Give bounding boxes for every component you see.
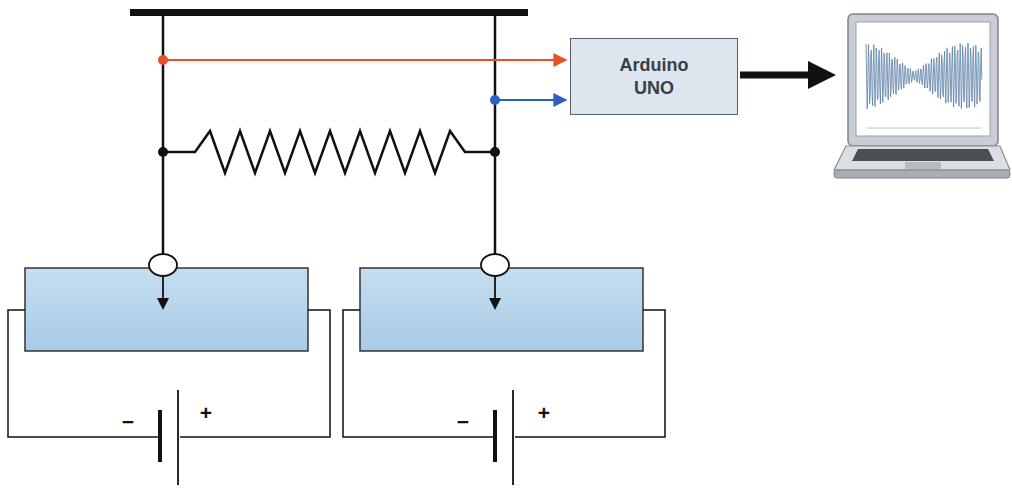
wire xyxy=(8,310,158,437)
polarity-sign: + xyxy=(538,402,550,423)
laptop-display xyxy=(856,22,990,136)
electrode-arrow xyxy=(162,276,164,300)
junction-dot xyxy=(490,147,500,157)
resistor-symbol xyxy=(163,131,495,173)
controller-box: Arduino UNO xyxy=(570,38,738,115)
junction-dot xyxy=(158,147,168,157)
wire xyxy=(162,14,165,255)
signal-line xyxy=(495,99,566,101)
laptop-touchpad xyxy=(905,162,941,169)
electrode xyxy=(149,254,177,276)
laptop-icon xyxy=(834,14,1010,178)
battery-symbol xyxy=(512,390,514,485)
polarity-sign: − xyxy=(122,411,134,432)
laptop-base xyxy=(834,146,1010,170)
laptop-edge xyxy=(834,170,1010,178)
battery-symbol xyxy=(493,410,497,462)
electrode-arrow xyxy=(494,276,496,300)
controller-name: Arduino UNO xyxy=(620,54,689,99)
tank xyxy=(25,268,308,351)
polarity-sign: − xyxy=(457,411,469,432)
waveform xyxy=(866,43,982,109)
polarity-sign: + xyxy=(200,402,212,423)
laptop-screen-frame xyxy=(848,14,998,146)
probe-dot xyxy=(158,55,168,65)
data-arrow xyxy=(740,72,822,79)
electrode-arrow xyxy=(157,298,169,310)
electrode-arrow xyxy=(489,298,501,310)
wire xyxy=(494,14,497,255)
electrode xyxy=(481,254,509,276)
laptop-keyboard xyxy=(852,149,994,161)
signal-line xyxy=(163,59,566,61)
plot-axis xyxy=(866,128,982,129)
battery-symbol xyxy=(177,390,179,485)
wire xyxy=(180,310,330,437)
battery-symbol xyxy=(158,410,162,462)
bus-bar xyxy=(130,9,528,16)
probe-dot xyxy=(490,95,500,105)
wire xyxy=(515,310,665,437)
wire xyxy=(343,310,493,437)
tank xyxy=(360,268,643,351)
